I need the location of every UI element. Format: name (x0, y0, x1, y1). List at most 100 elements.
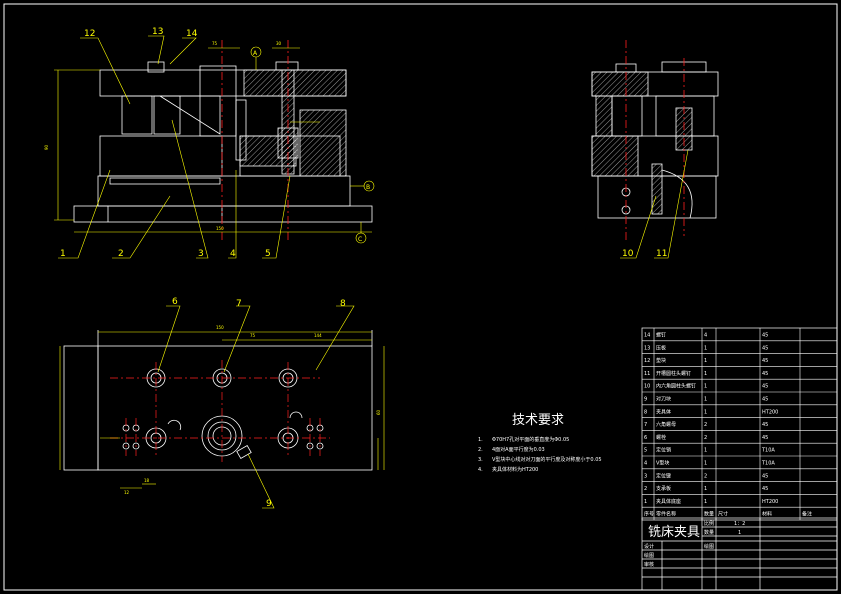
parts-cell-no: 3 (644, 473, 647, 479)
drawing-border (3, 3, 838, 591)
parts-cell-no: 6 (644, 435, 647, 441)
parts-cell-qty: 1 (704, 371, 707, 377)
tech-req-list: 1. Φ70H7孔对平面的垂直度为Φ0.05 2. 4面对A面平行度为0.03 … (478, 436, 602, 473)
svg-text:2.: 2. (478, 447, 483, 453)
checker-label: 审核 (644, 561, 654, 568)
qty-label: 数量 (704, 529, 714, 536)
top-view (63, 330, 373, 471)
part-label-12: 12 (84, 29, 95, 39)
parts-cell-no: 1 (644, 499, 647, 505)
parts-cell-material: 45 (762, 384, 768, 390)
parts-cell-no: 9 (644, 397, 647, 403)
svg-text:4.: 4. (478, 467, 483, 473)
dim-edge-offset: 144 (314, 333, 322, 338)
parts-cell-no: 12 (644, 358, 650, 364)
dim-small-2: 18 (144, 478, 150, 483)
parts-cell-qty: 4 (704, 333, 707, 339)
parts-cell-qty: 1 (704, 486, 707, 492)
parts-cell-no: 10 (644, 384, 650, 390)
dim-small-1: 12 (124, 490, 130, 495)
dim-top-left: 75 (212, 41, 218, 46)
part-label-14: 14 (186, 29, 198, 39)
parts-cell-material: 45 (762, 473, 768, 479)
parts-header-cell: 零件名称 (656, 511, 676, 518)
part-label-5: 5 (265, 249, 271, 259)
part-label-11: 11 (656, 249, 667, 259)
svg-text:V型块中心线对对刀面的平行度及对称度小于0.05: V型块中心线对对刀面的平行度及对称度小于0.05 (492, 456, 602, 463)
svg-text:夹具体材料为HT200: 夹具体材料为HT200 (492, 466, 538, 473)
parts-cell-qty: 1 (704, 384, 707, 390)
tech-req-title: 技术要求 (512, 413, 564, 428)
dim-width: 150 (216, 226, 224, 231)
parts-cell-no: 2 (644, 486, 647, 492)
parts-cell-qty: 1 (704, 358, 707, 364)
top-dimensions (59, 331, 385, 489)
svg-text:Φ70H7孔对平面的垂直度为Φ0.05: Φ70H7孔对平面的垂直度为Φ0.05 (492, 436, 569, 443)
parts-cell-qty: 1 (704, 448, 707, 454)
side-view (591, 61, 719, 219)
dim-hole-pitch: 75 (250, 333, 256, 338)
front-dimensions (54, 46, 375, 244)
parts-cell-name: 开槽圆柱头螺钉 (656, 370, 691, 377)
parts-cell-qty: 1 (704, 345, 707, 351)
parts-cell-material: 45 (762, 358, 768, 364)
parts-cell-material: HT200 (762, 499, 778, 505)
parts-cell-name: 定位键 (656, 472, 671, 479)
parts-cell-no: 5 (644, 448, 647, 454)
parts-cell-material: 45 (762, 422, 768, 428)
part-label-4: 4 (230, 249, 236, 259)
part-label-1: 1 (60, 249, 66, 259)
datum-b-label: B (366, 184, 370, 191)
part-label-10: 10 (622, 249, 634, 259)
parts-cell-no: 4 (644, 461, 647, 467)
parts-cell-qty: 1 (704, 397, 707, 403)
datum-c-label: C (358, 236, 362, 243)
designer-label: 设计 (644, 543, 654, 550)
parts-cell-material: 45 (762, 397, 768, 403)
parts-cell-name: 螺栓 (656, 434, 666, 441)
parts-cell-material: T10A (761, 461, 775, 467)
parts-cell-name: V型块 (656, 460, 669, 467)
parts-cell-name: 压板 (656, 344, 666, 351)
parts-header-cell: 序号 (644, 511, 654, 518)
parts-cell-no: 11 (644, 371, 650, 377)
title-block (641, 517, 838, 591)
parts-header-cell: 数量 (704, 511, 714, 518)
part-label-7: 7 (236, 299, 242, 309)
front-view (73, 61, 373, 223)
part-label-2: 2 (118, 249, 124, 259)
front-centerlines (221, 40, 289, 240)
parts-cell-no: 8 (644, 409, 647, 415)
parts-cell-material: 45 (762, 371, 768, 377)
dim-top-right: 30 (276, 41, 282, 46)
drawer-label-right: 绘图 (704, 543, 714, 550)
parts-cell-material: 45 (762, 345, 768, 351)
parts-header-cell: 备注 (802, 511, 812, 518)
parts-cell-qty: 1 (704, 461, 707, 467)
dim-top-length: 150 (216, 325, 224, 330)
parts-cell-name: 支承板 (656, 485, 671, 492)
parts-cell-qty: 1 (704, 409, 707, 415)
parts-table-border (641, 327, 838, 521)
datum-a-label: A (253, 50, 258, 57)
part-label-3: 3 (198, 249, 204, 259)
front-leaders (58, 35, 291, 259)
parts-cell-material: T10A (761, 448, 775, 454)
parts-cell-qty: 2 (704, 473, 707, 479)
parts-cell-name: 夹具体底座 (656, 498, 681, 505)
top-centerlines (110, 360, 330, 462)
top-leaders (157, 305, 355, 509)
part-label-8: 8 (340, 299, 346, 309)
parts-header-cell: 材料 (762, 511, 772, 518)
svg-text:4面对A面平行度为0.03: 4面对A面平行度为0.03 (492, 446, 545, 453)
parts-cell-material: HT200 (762, 409, 778, 415)
parts-cell-name: 六角螺母 (656, 421, 676, 428)
parts-cell-qty: 2 (704, 435, 707, 441)
parts-header-cell: 尺寸 (718, 511, 728, 518)
part-label-9: 9 (266, 499, 272, 509)
parts-cell-name: 垫块 (656, 357, 666, 364)
parts-cell-name: 对刀块 (656, 396, 671, 403)
qty-value: 1 (738, 530, 741, 536)
